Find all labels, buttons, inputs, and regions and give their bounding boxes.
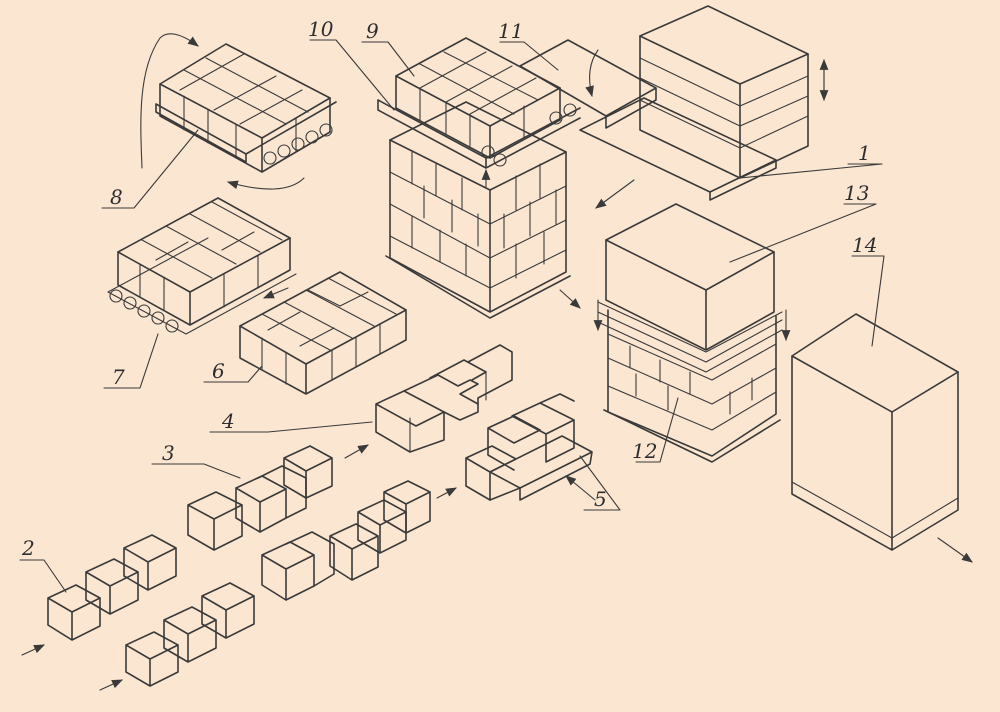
brick-pack-7-rollers bbox=[107, 197, 297, 335]
label-5: 5 bbox=[594, 487, 607, 511]
input-arrows bbox=[21, 644, 124, 691]
label-6: 6 bbox=[212, 359, 225, 383]
arrow-output-14 bbox=[937, 537, 973, 563]
paired-bricks bbox=[187, 445, 431, 601]
finished-package-14 bbox=[791, 313, 959, 551]
arrow-into-5 bbox=[565, 475, 596, 501]
arrow-to-7 bbox=[262, 287, 289, 299]
brick-pack-8-rollers bbox=[155, 43, 337, 173]
stack-layer-9 bbox=[377, 37, 581, 169]
label-14: 14 bbox=[852, 233, 877, 257]
arrow-to-12 bbox=[559, 289, 581, 309]
brick-block-4 bbox=[375, 344, 513, 453]
brick-pack-6 bbox=[239, 271, 407, 395]
arrow-loop-8 bbox=[140, 33, 199, 169]
stack-tower-9 bbox=[385, 101, 571, 319]
arrow-pallet-to-stack bbox=[595, 179, 635, 209]
single-bricks-stream bbox=[47, 534, 255, 687]
pallet-stack-1 bbox=[579, 5, 809, 201]
arrow-return-8 bbox=[226, 177, 305, 190]
label-10: 10 bbox=[308, 17, 334, 41]
label-13: 13 bbox=[844, 181, 869, 205]
arrow-pallet-feed bbox=[585, 49, 599, 98]
arrow-to-4 bbox=[344, 444, 369, 459]
label-1: 1 bbox=[858, 141, 871, 165]
label-2: 2 bbox=[21, 536, 35, 560]
label-12: 12 bbox=[632, 439, 657, 463]
arrow-to-5 bbox=[436, 487, 457, 499]
label-9: 9 bbox=[366, 19, 379, 43]
label-8: 8 bbox=[110, 185, 123, 209]
label-3: 3 bbox=[162, 441, 175, 465]
pallet-plate-11 bbox=[519, 39, 657, 129]
label-4: 4 bbox=[221, 409, 235, 433]
label-11: 11 bbox=[498, 19, 523, 43]
hood-13 bbox=[597, 203, 783, 373]
stack-12 bbox=[603, 309, 781, 463]
callout-labels: 1 2 3 4 5 6 7 8 9 10 11 12 13 14 bbox=[21, 17, 877, 560]
label-7: 7 bbox=[112, 365, 125, 389]
leader-lines bbox=[19, 39, 885, 593]
brick-cross-5 bbox=[465, 393, 593, 501]
